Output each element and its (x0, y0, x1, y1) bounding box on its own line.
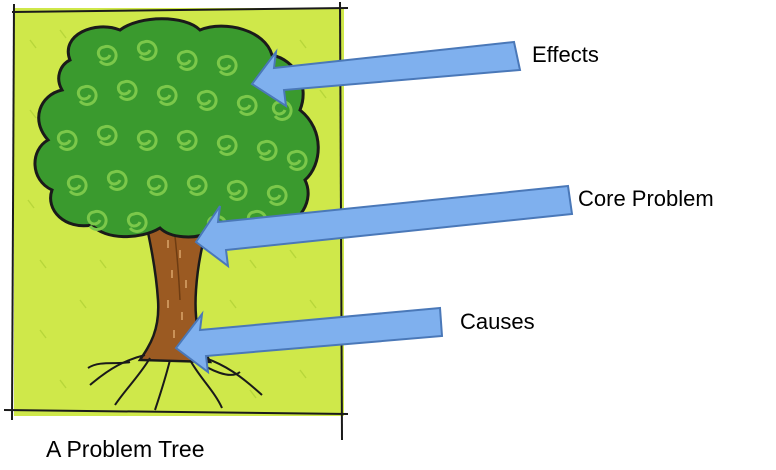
causes-label: Causes (460, 311, 535, 333)
core-problem-label: Core Problem (578, 188, 714, 210)
effects-label: Effects (532, 44, 599, 66)
diagram-caption: A Problem Tree (46, 438, 205, 461)
